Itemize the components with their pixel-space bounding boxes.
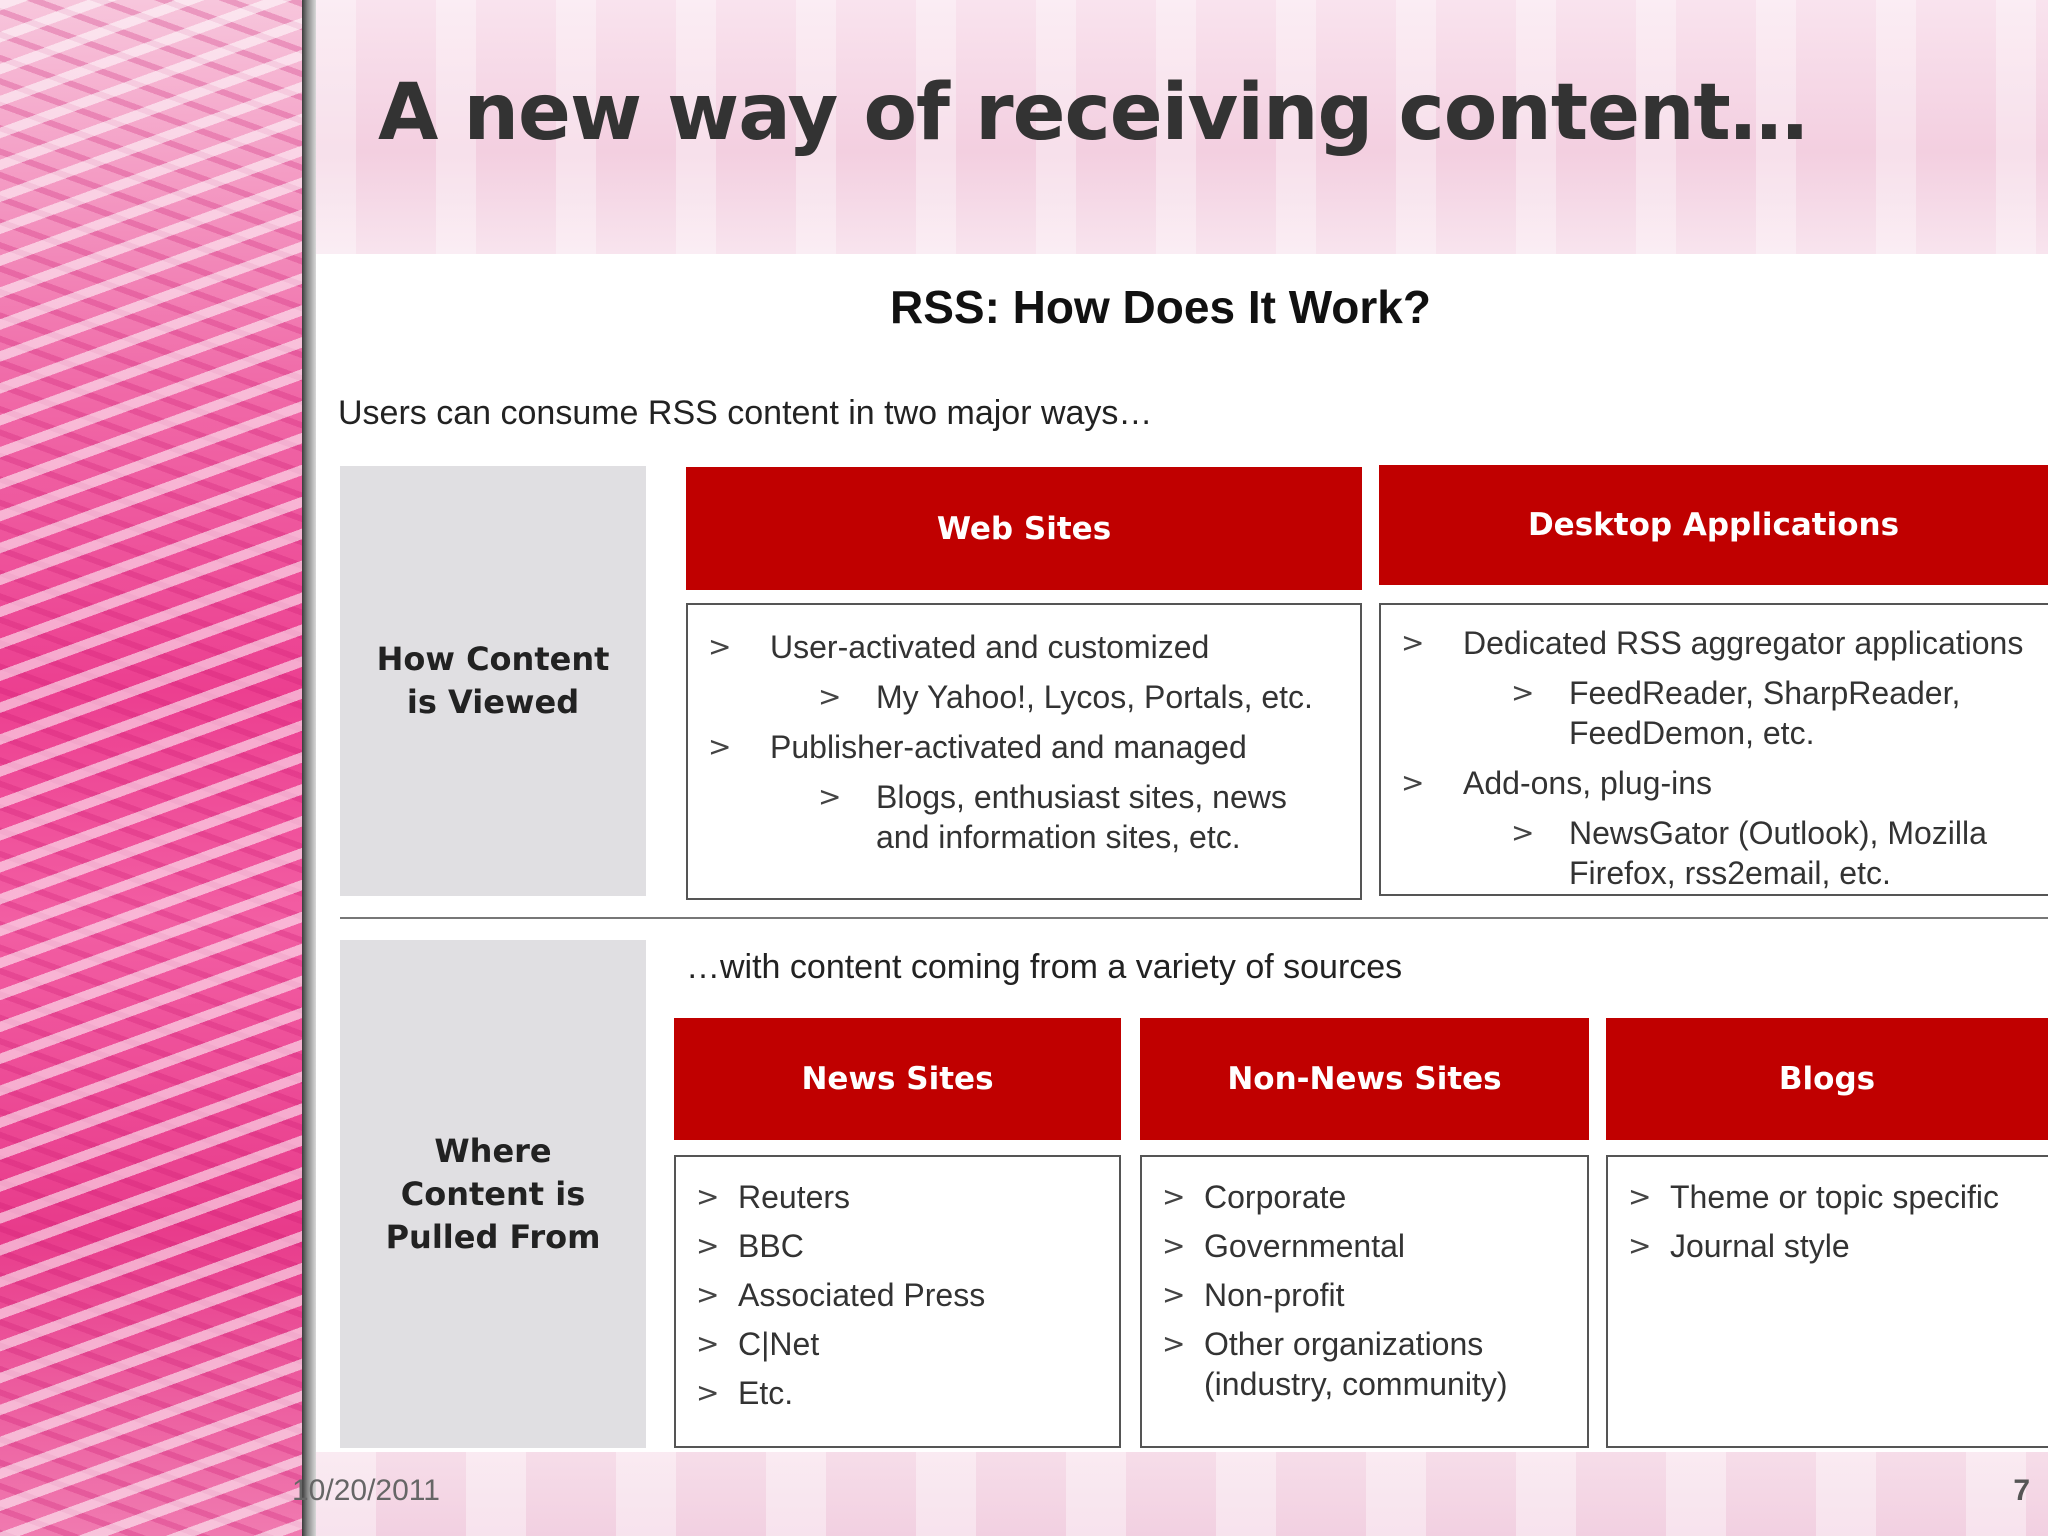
footer-date: 10/20/2011 (292, 1474, 440, 1507)
bullet-arrow-icon: > (696, 1180, 720, 1213)
diagram-title: RSS: How Does It Work? (890, 281, 1431, 333)
list-item: >Other organizations (industry, communit… (1162, 1326, 1508, 1402)
sources-intro-text: …with content coming from a variety of s… (686, 948, 1403, 986)
bullet-arrow-icon: > (818, 780, 842, 813)
list-item: >Reuters (696, 1179, 851, 1215)
non-news-sites-box: >Corporate >Governmental >Non-profit >Ot… (1140, 1155, 1589, 1448)
bullet-arrow-icon: > (1628, 1180, 1652, 1213)
list-item: >Associated Press (696, 1277, 986, 1313)
header-non-news-sites: Non-News Sites (1140, 1018, 1589, 1140)
bullet-arrow-icon: > (1511, 816, 1535, 849)
page-number: 7 (2013, 1474, 2030, 1507)
row-label-pulled-text: Where Content is Pulled From (385, 1131, 601, 1256)
list-item: >Add-ons, plug-ins (1401, 765, 1713, 801)
bullet-arrow-icon: > (1401, 626, 1425, 659)
list-item: >Theme or topic specific (1628, 1179, 2000, 1215)
news-sites-box: >Reuters >BBC >Associated Press >C|Net >… (674, 1155, 1121, 1448)
bullet-arrow-icon: > (696, 1229, 720, 1262)
list-item: >Etc. (696, 1375, 794, 1411)
list-item: >Publisher-activated and managed (708, 729, 1247, 765)
header-news-sites: News Sites (674, 1018, 1121, 1140)
bullet-arrow-icon: > (1162, 1229, 1186, 1262)
list-item: >NewsGator (Outlook), Mozilla Firefox, r… (1511, 815, 1987, 891)
list-item: >User-activated and customized (708, 629, 1210, 665)
bullet-arrow-icon: > (1401, 766, 1425, 799)
list-item: >Journal style (1628, 1228, 1850, 1264)
intro-text: Users can consume RSS content in two maj… (338, 394, 1153, 432)
bullet-arrow-icon: > (696, 1278, 720, 1311)
header-blogs: Blogs (1606, 1018, 2048, 1140)
title-band (316, 0, 2048, 254)
web-sites-box: >User-activated and customized >My Yahoo… (686, 603, 1362, 900)
list-item: >My Yahoo!, Lycos, Portals, etc. (818, 679, 1313, 715)
bullet-arrow-icon: > (708, 730, 732, 763)
row-separator (340, 917, 2048, 919)
bullet-arrow-icon: > (1162, 1180, 1186, 1213)
bullet-arrow-icon: > (708, 630, 732, 663)
header-desktop-applications: Desktop Applications (1379, 465, 2048, 585)
bullet-arrow-icon: > (1162, 1278, 1186, 1311)
row-label-viewed: How Content is Viewed (340, 466, 646, 896)
bullet-arrow-icon: > (1162, 1327, 1186, 1360)
desktop-apps-box: >Dedicated RSS aggregator applications >… (1379, 603, 2048, 896)
bullet-arrow-icon: > (696, 1376, 720, 1409)
list-item: >C|Net (696, 1326, 820, 1362)
row-label-viewed-text: How Content is Viewed (376, 640, 610, 721)
list-item: >Blogs, enthusiast sites, news and infor… (818, 779, 1287, 855)
bullet-arrow-icon: > (696, 1327, 720, 1360)
side-divider (302, 0, 316, 1536)
header-web-sites: Web Sites (686, 467, 1362, 590)
bullet-arrow-icon: > (818, 680, 842, 713)
list-item: >FeedReader, SharpReader, FeedDemon, etc… (1511, 675, 1961, 751)
slide-title: A new way of receiving content… (378, 68, 1808, 158)
bullet-arrow-icon: > (1628, 1229, 1652, 1262)
list-item: >BBC (696, 1228, 804, 1264)
bullet-arrow-icon: > (1511, 676, 1535, 709)
list-item: >Governmental (1162, 1228, 1405, 1264)
decorative-side-image (0, 0, 304, 1536)
row-label-pulled: Where Content is Pulled From (340, 940, 646, 1448)
list-item: >Dedicated RSS aggregator applications (1401, 625, 2024, 661)
blogs-box: >Theme or topic specific >Journal style (1606, 1155, 2048, 1448)
list-item: >Corporate (1162, 1179, 1347, 1215)
footer-band (316, 1452, 2048, 1536)
list-item: >Non-profit (1162, 1277, 1345, 1313)
